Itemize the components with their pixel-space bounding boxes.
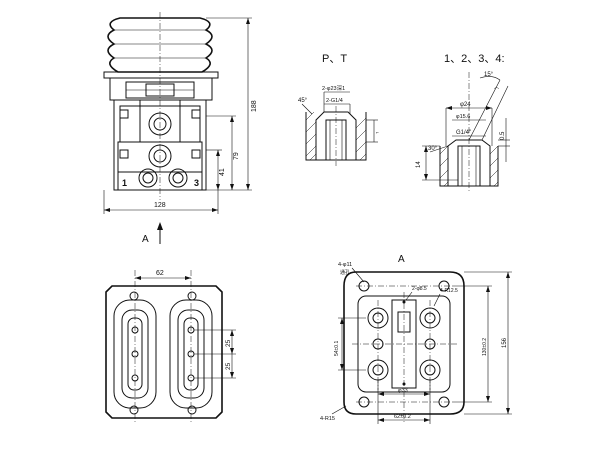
detail-pt: P、T 2-φ23深1 2-G1/4 45° — [298, 53, 379, 166]
detail-1234-dim-right: 0.5 — [500, 131, 506, 140]
dim-height-total: 188 — [251, 100, 258, 112]
view-a-note-holes: 4-φ11 — [338, 262, 352, 268]
dim-height-low: 41 — [219, 168, 226, 176]
view-a-note-pin: 2-φ8.5 — [412, 286, 427, 292]
port-label-left: 1 — [122, 178, 127, 188]
detail-pt-depth-mark: ⌐ — [376, 130, 379, 136]
view-a-note-corner: 4-R15 — [320, 416, 335, 422]
view-a-title: A — [398, 254, 405, 265]
detail-pt-title: P、T — [322, 53, 347, 65]
detail-pt-callout-port: 2-G1/4 — [326, 98, 343, 104]
bottom-dim-spacing: 62 — [156, 270, 164, 277]
detail-pt-angle: 45° — [298, 98, 308, 104]
port-label-right: 3 — [194, 178, 199, 188]
detail-1234-dim-dia: φ24 — [460, 102, 471, 108]
front-view: 1 3 188 79 41 128 — [103, 12, 258, 214]
view-a-note-holes-sub: 通孔 — [340, 269, 350, 276]
view-a-dim-right-outer: 156 — [502, 337, 508, 348]
view-a-dim-bottom-inner: φ33 — [398, 388, 408, 394]
view-arrow: A — [142, 222, 163, 245]
view-arrow-label: A — [142, 234, 149, 245]
view-a: A 4-φ11 通孔 2-φ8.5 — [320, 254, 512, 424]
detail-1234-title: 1、2、3、4: — [444, 53, 505, 65]
detail-1234-dim-dia2: φ15.6 — [456, 114, 470, 120]
view-a-dim-left: 54±0.1 — [334, 341, 340, 356]
bottom-dim-upper: 25 — [225, 339, 232, 347]
detail-1234-angle-top: 15° — [484, 72, 494, 78]
detail-1234-dim-thread: G1/4" — [456, 130, 471, 136]
detail-pt-callout-thread: 2-φ23深1 — [322, 84, 345, 92]
bottom-dim-lower: 25 — [225, 362, 232, 370]
dim-height-mid: 79 — [233, 152, 240, 160]
view-a-note-radius: 4-R12.5 — [440, 288, 458, 294]
view-a-dim-right-inner: 130±0.2 — [482, 338, 488, 356]
detail-1234-angle-mark: ⌒ — [494, 88, 499, 94]
detail-1234-dim-depth: 14 — [416, 161, 422, 168]
bottom-view: 62 25 25 — [105, 270, 236, 424]
dim-width: 128 — [154, 202, 166, 209]
view-a-dim-bottom: 62±0.2 — [394, 414, 411, 420]
detail-1234-angle-side: 30° — [428, 146, 438, 152]
detail-1234: 1、2、3、4: 15° ⌒ φ24 φ15.6 G1/4 — [416, 53, 510, 192]
